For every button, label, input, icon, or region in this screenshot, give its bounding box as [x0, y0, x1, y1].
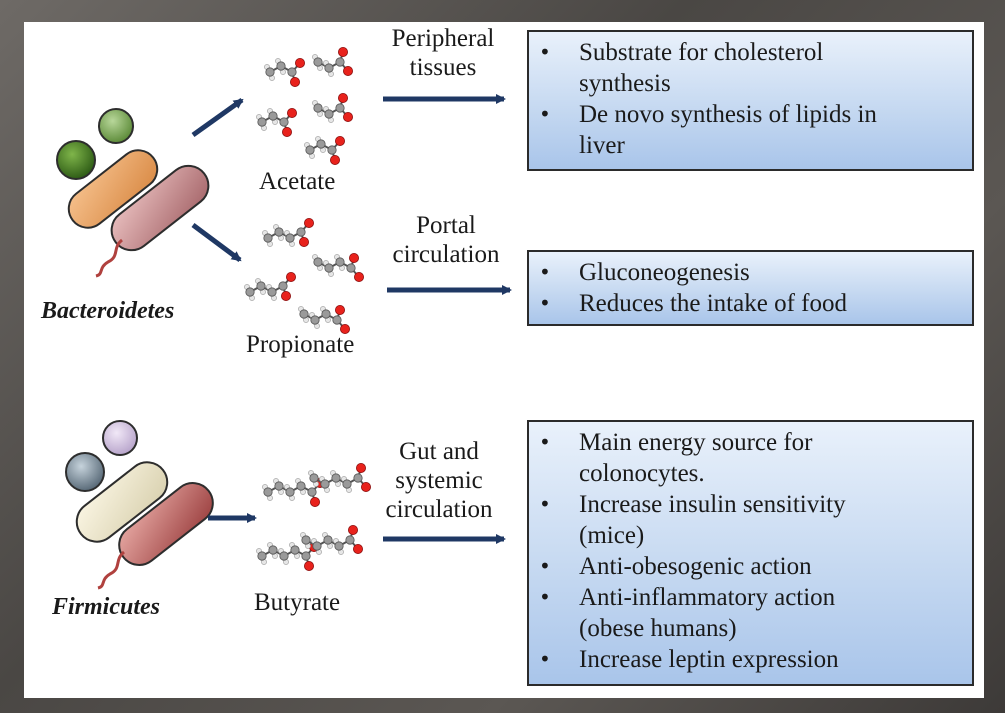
molecule-glyph	[312, 93, 353, 123]
effect-item: De novo synthesis of lipids in liver	[535, 99, 962, 161]
route-label-butyrate: Gut and systemic circulation	[368, 437, 510, 524]
effect-item: Increase leptin expression	[535, 644, 962, 675]
molecule-glyph	[298, 304, 350, 334]
group-label-firmicutes: Firmicutes	[52, 594, 161, 620]
arrow-to-propionate	[191, 222, 242, 263]
molecule-glyph	[256, 108, 297, 138]
effect-line: colonocytes.	[579, 460, 705, 487]
route-line: Portal	[416, 212, 476, 239]
route-line: circulation	[385, 496, 493, 523]
firmicutes-illustration	[65, 420, 214, 590]
route-line: tissues	[409, 54, 477, 81]
effect-item: Substrate for cholesterol synthesis	[535, 37, 962, 99]
bacteroidetes-illustration	[56, 108, 210, 278]
effects-box-propionate: Gluconeogenesis Reduces the intake of fo…	[527, 250, 974, 326]
molecule-glyph	[244, 271, 296, 301]
effect-line: Anti-obesogenic action	[579, 553, 812, 580]
molecule-glyph	[312, 252, 364, 282]
effect-item: Anti-obesogenic action	[535, 551, 962, 582]
molecule-glyph	[304, 135, 345, 165]
effect-line: liver	[579, 132, 625, 159]
butyrate-molecules	[256, 462, 371, 572]
molecule-glyph	[262, 217, 314, 247]
arrow-to-acetate	[191, 97, 244, 138]
effect-item: Main energy source for colonocytes.	[535, 427, 962, 489]
effect-line: Anti-inflammatory action	[579, 584, 836, 611]
metabolite-label-propionate: Propionate	[246, 331, 355, 358]
route-line: Peripheral	[391, 25, 495, 52]
route-label-propionate: Portal circulation	[372, 211, 520, 269]
molecule-glyph	[264, 58, 305, 88]
effect-line: synthesis	[579, 70, 671, 97]
molecule-glyph	[300, 525, 363, 555]
effect-line: Gluconeogenesis	[579, 259, 750, 286]
effect-item: Increase insulin sensitivity (mice)	[535, 489, 962, 551]
acetate-molecules	[256, 47, 353, 165]
group-label-bacteroidetes: Bacteroidetes	[41, 298, 175, 324]
effects-box-acetate: Substrate for cholesterol synthesis De n…	[527, 30, 974, 171]
effect-line: (mice)	[579, 522, 645, 549]
effect-line: (obese humans)	[579, 615, 737, 642]
metabolite-label-acetate: Acetate	[259, 168, 336, 195]
propionate-molecules	[244, 217, 364, 334]
molecule-glyph	[312, 47, 353, 77]
effect-line: Reduces the intake of food	[579, 290, 847, 317]
metabolite-label-butyrate: Butyrate	[254, 589, 341, 616]
effect-line: Substrate for cholesterol	[579, 39, 824, 66]
molecule-glyph	[308, 462, 371, 493]
route-line: Gut and	[399, 438, 479, 465]
route-line: circulation	[392, 241, 500, 268]
effect-item: Gluconeogenesis	[535, 257, 962, 288]
effect-item: Reduces the intake of food	[535, 288, 962, 319]
route-label-acetate: Peripheral tissues	[372, 24, 514, 82]
effect-line: Main energy source for	[579, 429, 813, 456]
effect-line: Increase insulin sensitivity	[579, 491, 846, 518]
effect-line: De novo synthesis of lipids in	[579, 101, 877, 128]
effect-line: Increase leptin expression	[579, 646, 839, 673]
effects-box-butyrate: Main energy source for colonocytes. Incr…	[527, 420, 974, 686]
route-line: systemic	[395, 467, 483, 494]
effect-item: Anti-inflammatory action (obese humans)	[535, 582, 962, 644]
